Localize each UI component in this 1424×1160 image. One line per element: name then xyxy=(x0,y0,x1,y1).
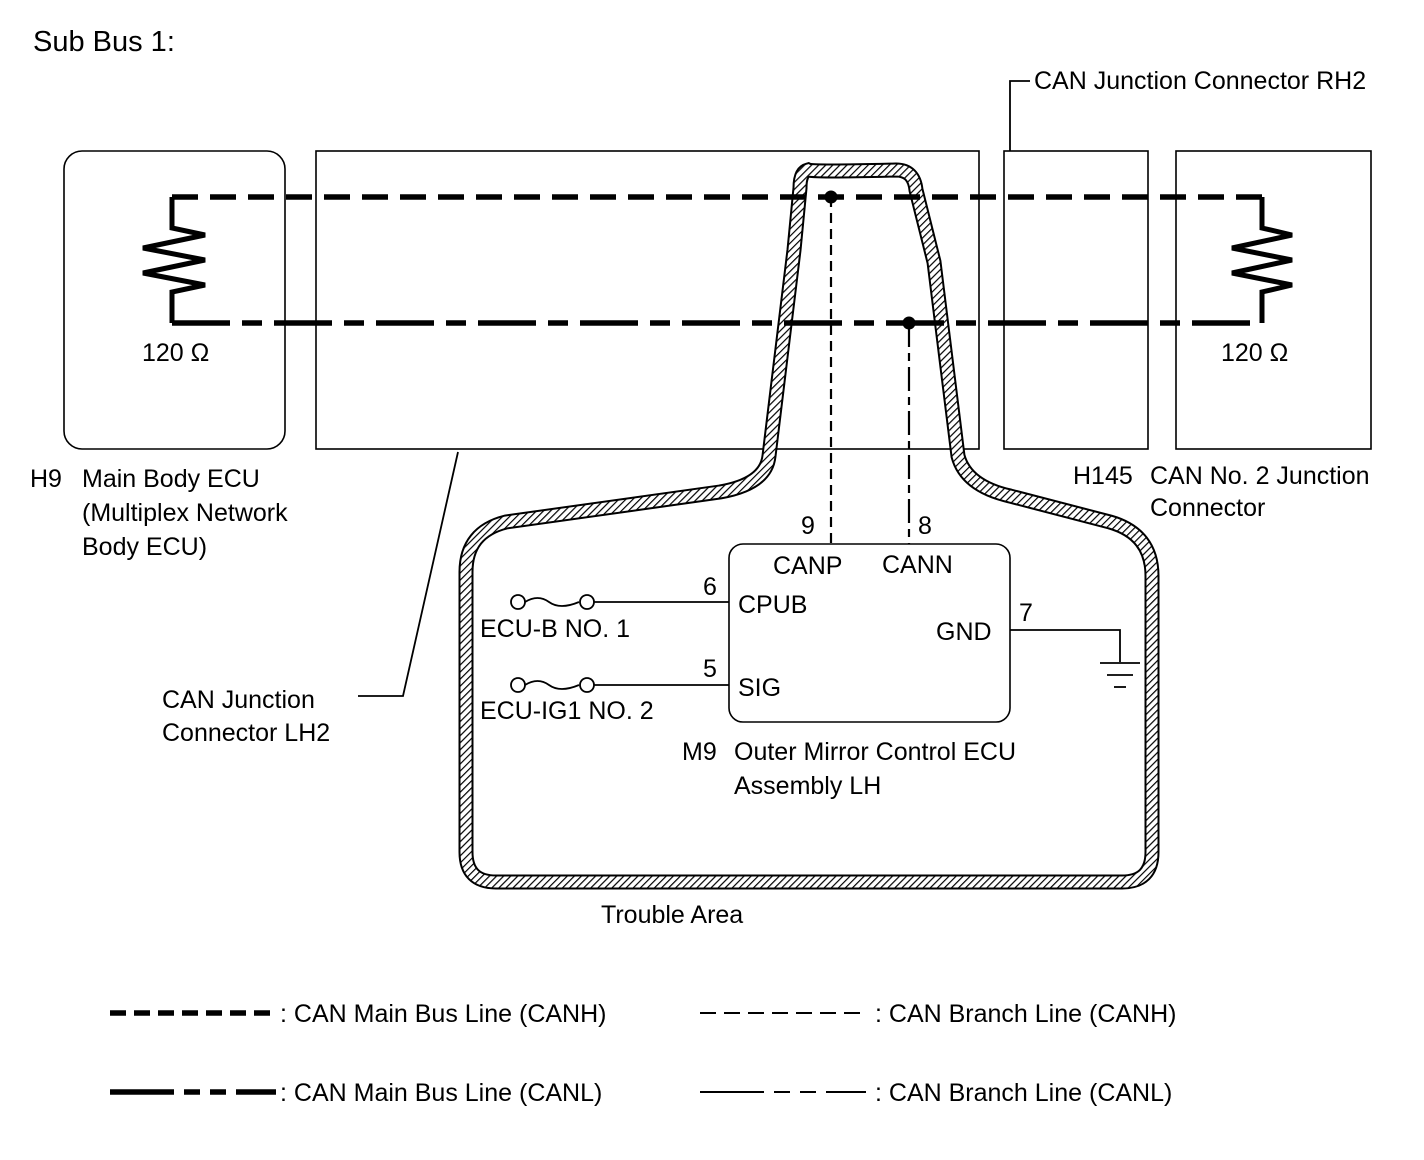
pin-canp-number: 9 xyxy=(801,512,815,540)
right-terminator-resistor xyxy=(1231,197,1293,323)
legend-label-branch-canl: : CAN Branch Line (CANL) xyxy=(875,1079,1172,1107)
lh2-leader-line xyxy=(358,451,459,697)
lh2-label-line1: CAN Junction xyxy=(162,686,315,714)
fuse-ecu-b-terminal-left xyxy=(510,594,526,610)
canp-terminal-label: CANP xyxy=(773,552,842,580)
canh-splice-point xyxy=(824,190,838,204)
junction-connector-rh2-box xyxy=(1003,150,1149,450)
h9-name-line2: (Multiplex Network xyxy=(82,499,288,527)
gnd-wire xyxy=(1010,629,1121,662)
rh2-label: CAN Junction Connector RH2 xyxy=(1034,67,1366,95)
rh2-leader-line xyxy=(1009,80,1030,151)
h9-name-line3: Body ECU) xyxy=(82,533,207,561)
gnd-terminal-label: GND xyxy=(936,618,992,646)
legend-label-branch-canh: : CAN Branch Line (CANH) xyxy=(875,1000,1176,1028)
h9-name-line1: Main Body ECU xyxy=(82,465,260,493)
cpub-terminal-label: CPUB xyxy=(738,591,807,619)
main-body-ecu-box xyxy=(63,150,286,450)
diagram-title: Sub Bus 1: xyxy=(33,26,175,58)
h9-code: H9 xyxy=(30,465,62,493)
trouble-area-hatch xyxy=(460,164,1158,888)
fuse-ecu-ig1-terminal-right xyxy=(579,677,595,693)
pin-cpub-number: 6 xyxy=(703,573,717,601)
m9-name-line2: Assembly LH xyxy=(734,772,881,800)
canl-splice-point xyxy=(902,316,916,330)
m9-name-line1: Outer Mirror Control ECU xyxy=(734,738,1016,766)
pin-sig-number: 5 xyxy=(703,655,717,683)
fuse-ecu-b-terminal-right xyxy=(579,594,595,610)
fuse-ecu-ig1-terminal-left xyxy=(510,677,526,693)
m9-code: M9 xyxy=(682,738,717,766)
fuse-ecu-b-label: ECU-B NO. 1 xyxy=(480,615,630,643)
h145-name-line1: CAN No. 2 Junction xyxy=(1150,462,1370,490)
pin-cann-number: 8 xyxy=(918,512,932,540)
legend: : CAN Main Bus Line (CANH) : CAN Branch … xyxy=(110,1000,1176,1107)
h145-code: H145 xyxy=(1073,462,1133,490)
right-resistor-value: 120 Ω xyxy=(1221,339,1288,367)
fuse-ecu-ig1-label: ECU-IG1 NO. 2 xyxy=(480,697,654,725)
trouble-area-label: Trouble Area xyxy=(601,901,743,929)
left-resistor-value: 120 Ω xyxy=(142,339,209,367)
pin-gnd-number: 7 xyxy=(1019,599,1033,627)
h145-name-line2: Connector xyxy=(1150,494,1265,522)
fuse-ecu-b-icon xyxy=(524,597,580,607)
junction-connector-lh2-box xyxy=(315,150,980,450)
lh2-label-line2: Connector LH2 xyxy=(162,719,330,747)
outer-mirror-ecu-box xyxy=(728,543,1011,723)
left-terminator-resistor xyxy=(142,197,206,323)
can-no2-junction-connector-box xyxy=(1175,150,1372,450)
cann-terminal-label: CANN xyxy=(882,551,953,579)
fuse-ecu-ig1-icon xyxy=(524,680,580,690)
legend-label-main-canh: : CAN Main Bus Line (CANH) xyxy=(280,1000,606,1028)
legend-label-main-canl: : CAN Main Bus Line (CANL) xyxy=(280,1079,602,1107)
sig-terminal-label: SIG xyxy=(738,674,781,702)
